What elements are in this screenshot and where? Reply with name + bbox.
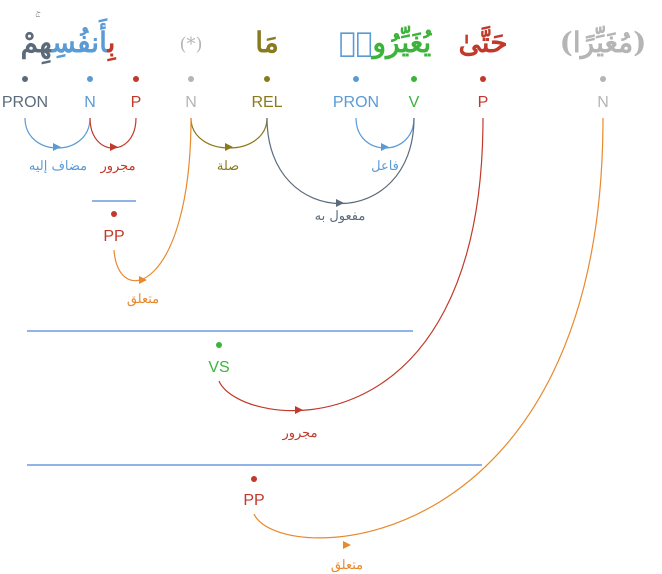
dot-p-1 (133, 76, 139, 82)
label-majrur-1: مجرور (99, 159, 135, 174)
arc-sila (190, 117, 268, 149)
arrowhead-fail (381, 143, 389, 151)
word-bi: بِ (107, 26, 117, 62)
arc-mutaalliq-2 (253, 117, 604, 539)
label-mutaalliq-1: متعلق (127, 292, 159, 307)
arrowhead-mafool-bih (336, 199, 344, 207)
arrowhead-mutaalliq-1 (139, 276, 147, 284)
tag-v: V (409, 94, 420, 111)
pause-mark: ۚ (35, 11, 41, 17)
label-mutaalliq-2: متعلق (331, 558, 363, 573)
arrowhead-sila (225, 143, 233, 151)
dot-rel (264, 76, 270, 82)
word-ma: مَا (255, 26, 279, 59)
dot-pron-2 (353, 76, 359, 82)
word-yughayyiru-pronoun: ا۟ (339, 26, 373, 59)
dot-v (411, 76, 417, 82)
label-mafool-bih: مفعول به (315, 209, 366, 224)
arrowhead-majrur-1 (110, 143, 118, 151)
word-him: هِمْ (21, 26, 54, 65)
word-hatta: حَتَّىٰ (458, 25, 507, 59)
phrase-pp2: PP (243, 492, 264, 509)
arc-mutaalliq-1 (113, 117, 192, 282)
label-majrur-2: مجرور (281, 426, 317, 441)
dot-p-2 (480, 76, 486, 82)
tag-n-1: N (84, 94, 96, 111)
word-elided-marker: (*) (179, 34, 202, 55)
dot-pp1 (111, 211, 117, 217)
arc-majrur-1 (89, 117, 137, 149)
phrase-pp1: PP (103, 228, 124, 245)
tag-pron-1: PRON (2, 94, 48, 111)
arrowhead-majrur-2 (295, 406, 303, 414)
tag-n-3: N (597, 94, 609, 111)
word-bi-anfusihim: بِأَنفُسِهِمْ (21, 17, 117, 65)
phrase-vs: VS (208, 359, 229, 376)
label-mudaf-ilayh: مضاف إليه (29, 159, 87, 174)
dot-n-1 (87, 76, 93, 82)
dot-vs (216, 342, 222, 348)
word-mughayyiran: (مُغَيِّرًا) (560, 26, 647, 60)
arc-fail (355, 117, 415, 149)
dot-n-3 (600, 76, 606, 82)
tag-pron-2: PRON (333, 94, 379, 111)
tag-n-2: N (185, 94, 197, 111)
label-sila: صلة (217, 159, 239, 174)
tag-p-1: P (131, 94, 142, 111)
tag-rel: REL (251, 94, 282, 111)
word-yughayyiru-verb: يُغَيِّرُو (370, 26, 432, 60)
dot-n-2 (188, 76, 194, 82)
arrowhead-mudaf-ilayh (53, 143, 61, 151)
tag-p-2: P (478, 94, 489, 111)
dot-pp2 (251, 476, 257, 482)
label-fail: فاعل (371, 159, 399, 174)
arrowhead-mutaalliq-2 (343, 541, 351, 549)
dot-pron-1 (22, 76, 28, 82)
arc-majrur-2 (218, 117, 484, 412)
word-yughayyiru: يُغَيِّرُوا۟ (339, 26, 433, 60)
word-anfusi: أَنفُسِ (51, 17, 109, 59)
arc-mudaf-ilayh (24, 117, 91, 149)
